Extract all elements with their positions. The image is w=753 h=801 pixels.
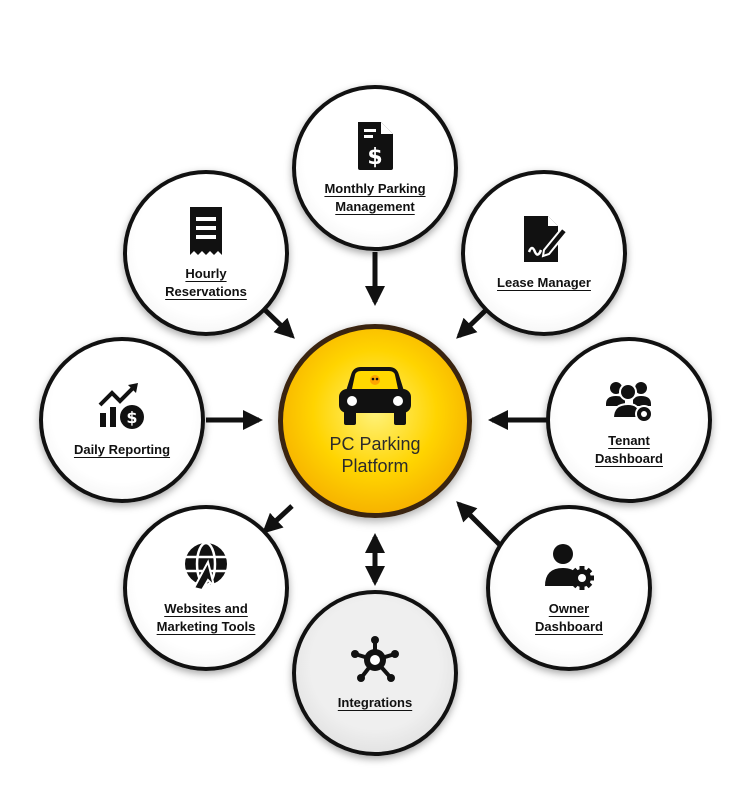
node-label: Tenant Dashboard [595,433,663,466]
globe-cursor-icon [185,541,227,592]
node-label: Lease Manager [497,275,591,290]
growth-chart-dollar-icon: $ [98,383,144,429]
user-group-gear-icon [606,382,653,423]
svg-text:$: $ [367,145,382,170]
node-tenant-dashboard[interactable]: Tenant Dashboard [546,337,712,503]
node-integrations[interactable]: Integrations [292,590,458,756]
arrow-hub-to-websites [262,504,294,534]
signed-document-icon [524,216,569,262]
node-label: Owner Dashboard [535,601,603,634]
arrow-lease-to-hub [456,308,488,339]
node-monthly-parking-management[interactable]: $ Monthly Parking Management [292,85,458,251]
hub-network-icon [351,636,399,682]
node-lease-manager[interactable]: Lease Manager [461,170,627,336]
node-owner-dashboard[interactable]: Owner Dashboard [486,505,652,671]
invoice-dollar-icon: $ [358,122,393,170]
node-daily-reporting[interactable]: $ Daily Reporting [39,337,205,503]
hub-label: PC Parking Platform [329,434,421,476]
node-label: Daily Reporting [73,442,171,457]
arrow-hourly-to-hub [263,308,295,339]
node-label: Integrations [337,695,413,710]
node-label: Hourly Reservations [165,266,247,299]
node-hourly-reservations[interactable]: Hourly Reservations [123,170,289,336]
node-label: Websites and Marketing Tools [156,601,256,634]
receipt-icon [190,207,222,255]
hub-circle[interactable]: PC Parking Platform [278,324,472,518]
arrow-owner-to-hub [456,501,502,547]
node-label: Monthly Parking Management [324,181,426,214]
car-icon [339,367,411,425]
svg-text:$: $ [126,408,137,427]
node-websites-and-marketing-tools[interactable]: Websites and Marketing Tools [123,505,289,671]
user-gear-icon [545,544,594,590]
